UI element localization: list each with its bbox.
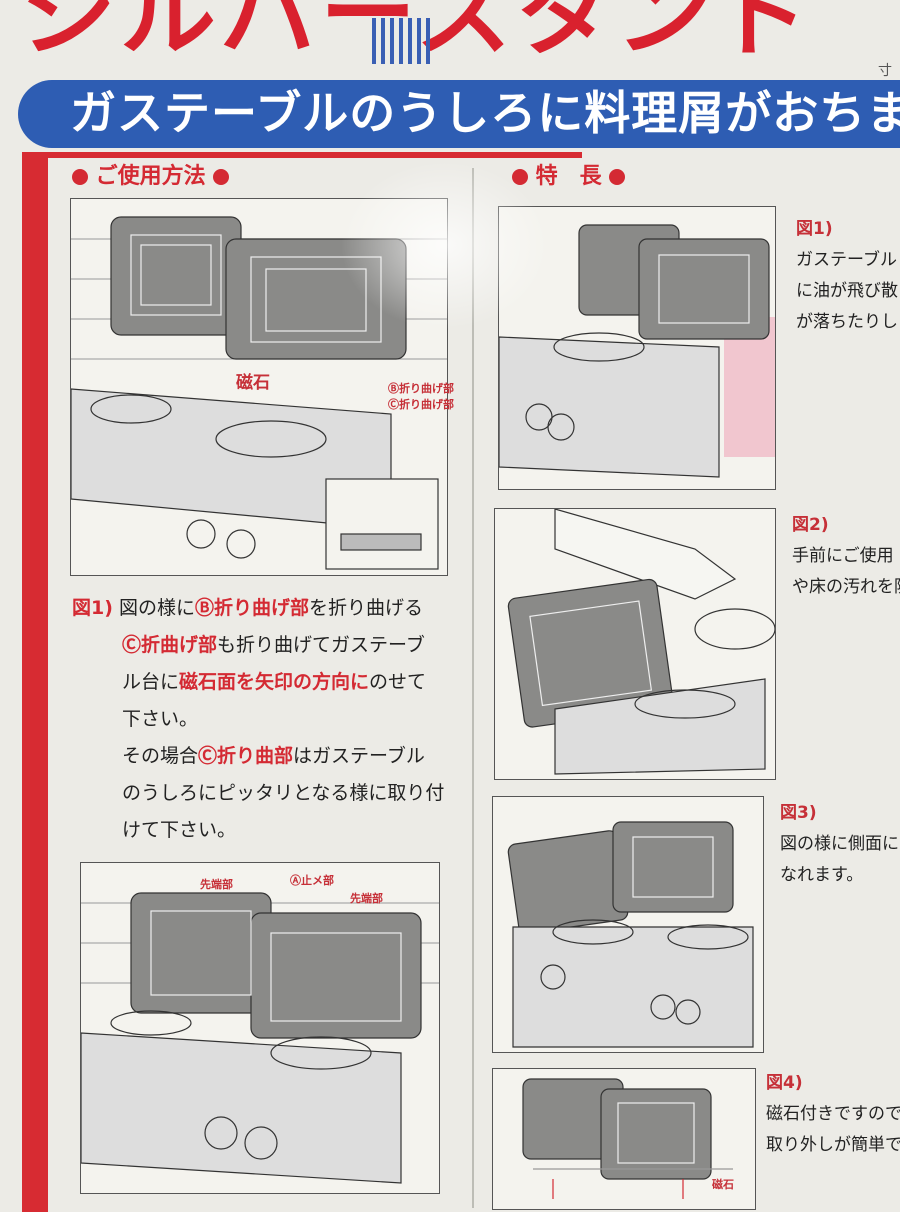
magnet2-label: 磁石: [712, 1178, 734, 1191]
plastic-glare: [340, 160, 550, 330]
usage-heading: ご使用方法: [72, 158, 230, 190]
red-top-rule: [22, 152, 582, 158]
stand-on-stove-illustration: [499, 224, 775, 478]
stove-stand-mounted-illustration: [81, 892, 439, 1184]
feature-figure-3: [492, 796, 764, 1053]
feature-4-text: 図4) 磁石付きですので 取り外しが簡単で: [766, 1073, 900, 1155]
magnet-label: 磁石: [236, 373, 270, 393]
stopper-label: Ⓐ止メ部: [290, 874, 334, 887]
fold-c-label: Ⓒ折り曲げ部: [388, 398, 454, 411]
feature-3-text: 図3) 図の様に側面に なれます。: [780, 803, 899, 885]
instruction-line: その場合Ⓒ折り曲部はガステーブル: [122, 745, 425, 767]
bullet-icon: [72, 169, 88, 185]
stand-magnet-illustration: [522, 1078, 733, 1199]
instruction-line: 下さい。: [122, 708, 199, 730]
column-divider: [472, 168, 474, 1208]
feature-2-text: 図2) 手前にご使用 や床の汚れを防: [792, 515, 900, 597]
banner-text: ガステーブルのうしろに料理屑がおちま: [70, 86, 900, 140]
instructions: 図1) 図の様にⒷ折り曲げ部を折り曲げる Ⓒ折曲げ部も折り曲げてガステーブ ル台…: [72, 590, 444, 849]
person-cooking-illustration: [507, 509, 775, 775]
fig-ref: 図1): [72, 597, 113, 619]
stand-side-use-illustration: [507, 821, 754, 1048]
title-stripes-decoration: [372, 18, 432, 64]
feature-figure-2: [494, 508, 776, 780]
instruction-line: けて下さい。: [122, 819, 237, 841]
instruction-line: のうしろにピッタリとなる様に取り付: [122, 782, 445, 804]
fold-b-label: Ⓑ折り曲げ部: [388, 382, 454, 395]
corner-mark: 寸: [878, 63, 892, 79]
main-figure-2: [80, 862, 440, 1194]
tip-right-label: 先端部: [350, 892, 383, 905]
tip-left-label: 先端部: [200, 878, 233, 891]
main-figure-1: [70, 198, 448, 576]
feature-figure-4: [492, 1068, 756, 1210]
usage-heading-text: ご使用方法: [95, 164, 206, 189]
blue-banner: [18, 80, 900, 148]
bullet-icon: [213, 169, 230, 185]
instruction-line: 図1) 図の様にⒷ折り曲げ部を折り曲げる: [72, 597, 423, 619]
instruction-line: Ⓒ折曲げ部も折り曲げてガステーブ: [122, 634, 425, 656]
red-left-rule: [22, 152, 48, 1212]
feature-1-text: 図1) ガステーブル に油が飛び散 が落ちたりしま: [796, 219, 900, 332]
instruction-line: ル台に磁石面を矢印の方向にのせて: [122, 671, 427, 693]
bullet-icon: [609, 169, 626, 185]
